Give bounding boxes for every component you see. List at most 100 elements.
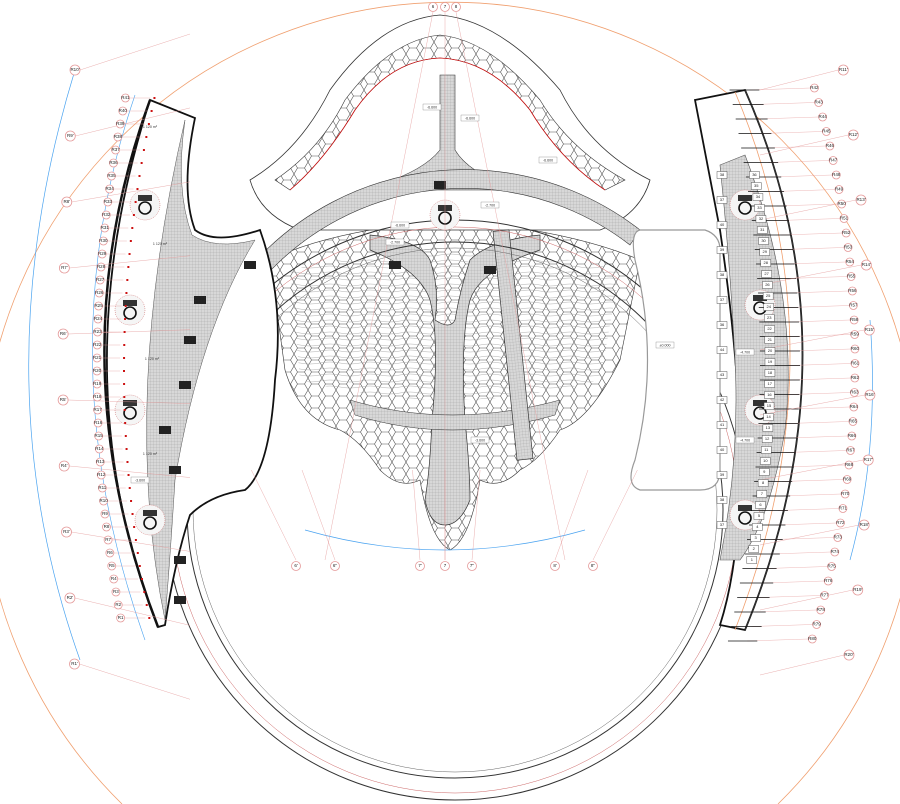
seat-cell-number: 31 <box>760 227 765 232</box>
row-bubble-left: R26 <box>94 288 104 298</box>
axis-line <box>79 33 191 71</box>
column-mark <box>128 487 131 489</box>
row-bubble-right-label: R77 <box>820 593 829 598</box>
column-mark <box>136 188 139 190</box>
column-mark <box>131 227 134 229</box>
row-bubble-left-label: R4 <box>111 576 117 581</box>
column-mark <box>140 162 143 164</box>
seat-cell-number: 23 <box>767 315 772 320</box>
axis-line <box>787 421 849 424</box>
seat-cell-number: 8 <box>762 480 765 485</box>
row-bubble-left-label: R30 <box>99 238 108 243</box>
row-bubble-left: R2 <box>113 600 123 610</box>
row-bubble-right-label: R45 <box>822 129 831 134</box>
row-bubble-left: R12 <box>96 470 106 480</box>
column-mark <box>124 422 127 424</box>
axis-line <box>785 450 847 453</box>
seat-cell-number: 36 <box>720 322 725 327</box>
seat-cell-number: 12 <box>765 436 770 441</box>
structural-block <box>434 181 446 189</box>
row-bubble-left: R9 <box>100 509 110 519</box>
axis-line <box>788 305 850 308</box>
radial-axis-bubble-left-label: R6' <box>60 331 67 336</box>
stair-core <box>134 504 166 536</box>
row-bubble-left-label: R5 <box>109 563 115 568</box>
level-mark: -2.700 <box>485 203 495 207</box>
row-bubble-left-label: R8 <box>104 524 110 529</box>
axis-line <box>759 595 821 598</box>
seat-cell-number: 5 <box>758 513 761 518</box>
column-mark <box>130 500 133 502</box>
row-bubble-left-label: R21 <box>93 355 102 360</box>
row-bubble-right-label: R71 <box>839 506 848 511</box>
row-bubble-right-label: R72 <box>836 520 845 525</box>
left-blue-dim-arc-2 <box>92 94 146 641</box>
seat-cell-number: 1 <box>751 557 754 562</box>
row-bubble-left-label: R22 <box>93 342 102 347</box>
row-bubble-left: R18 <box>92 392 102 402</box>
axis-line <box>784 261 846 265</box>
right-orange-arc <box>734 91 791 631</box>
row-bubble-left: R33 <box>103 197 112 207</box>
row-bubble-right: R62 <box>850 373 859 383</box>
row-bubble-left-label: R25 <box>94 303 103 308</box>
row-bubble-right: R70 <box>840 489 850 499</box>
axis-bubble-top: 8 <box>451 2 461 12</box>
row-bubble-right-label: R66 <box>848 433 857 438</box>
seat-cell-number: 15 <box>767 403 772 408</box>
radial-axis-bubble-left: R9' <box>64 130 76 142</box>
seat-cell-number: 13 <box>766 425 771 430</box>
row-bubble-left: R27 <box>95 275 105 285</box>
row-bubble-right: R50 <box>837 199 846 209</box>
seat-cell <box>716 171 728 179</box>
seat-cell <box>764 325 775 333</box>
row-bubble-left-label: R7 <box>105 537 111 542</box>
column-mark <box>153 97 156 99</box>
axis-line <box>75 107 191 137</box>
level-mark: -3.600 <box>135 478 145 482</box>
row-bubble-right: R42 <box>810 83 819 93</box>
radial-axis-bubble-left: R10' <box>69 64 81 76</box>
seat-cell <box>716 221 728 229</box>
column-mark <box>133 526 136 528</box>
row-bubble-left: R15 <box>94 431 104 441</box>
axis-line <box>753 102 815 105</box>
row-bubble-right-label: R43 <box>814 100 823 105</box>
axis-line <box>759 394 865 416</box>
radial-axis-bubble-left-label: R4' <box>61 463 68 468</box>
axis-bubble-bottom-label: 8'' <box>591 563 595 568</box>
column-mark <box>126 461 129 463</box>
axis-line <box>789 377 851 381</box>
row-bubble-left-label: R15 <box>95 433 104 438</box>
structural-block <box>174 556 186 564</box>
radial-axis-bubble-left-label: R8' <box>63 199 70 204</box>
row-bubble-right: R77 <box>820 591 829 600</box>
seat-cell <box>759 468 770 476</box>
radial-axis-bubble-right-label: R18' <box>860 522 869 527</box>
column-mark <box>126 279 129 281</box>
row-bubble-right-label: R46 <box>826 143 835 148</box>
seat-cell <box>762 292 774 300</box>
row-bubble-left: R40 <box>118 106 127 116</box>
radial-axis-bubble-left-label: R5' <box>60 397 67 402</box>
column-mark <box>150 110 153 112</box>
seat-cell <box>756 490 768 498</box>
axis-line <box>789 363 851 366</box>
row-bubble-left-label: R34 <box>105 186 114 191</box>
axis-line <box>782 479 844 482</box>
row-bubble-right: R69 <box>842 475 852 484</box>
column-mark <box>124 305 127 307</box>
radial-axis-bubble-right-label: R19' <box>853 587 862 592</box>
radial-axis-bubble-right-label: R16' <box>865 392 874 397</box>
row-bubble-left: R28 <box>96 262 106 272</box>
radial-axis-bubble-right-label: R15' <box>865 327 874 332</box>
radial-axis-bubble-right: R12' <box>847 129 859 141</box>
structural-block <box>169 466 181 474</box>
row-bubble-left: R20 <box>92 366 102 376</box>
row-bubble-left-label: R14 <box>95 446 104 451</box>
seat-cell-number: 11 <box>764 447 769 452</box>
row-bubble-left: R25 <box>94 301 103 311</box>
row-bubble-right-label: R47 <box>829 158 838 163</box>
radial-axis-bubble-left-label: R7' <box>61 265 68 270</box>
central-plate <box>630 229 721 491</box>
